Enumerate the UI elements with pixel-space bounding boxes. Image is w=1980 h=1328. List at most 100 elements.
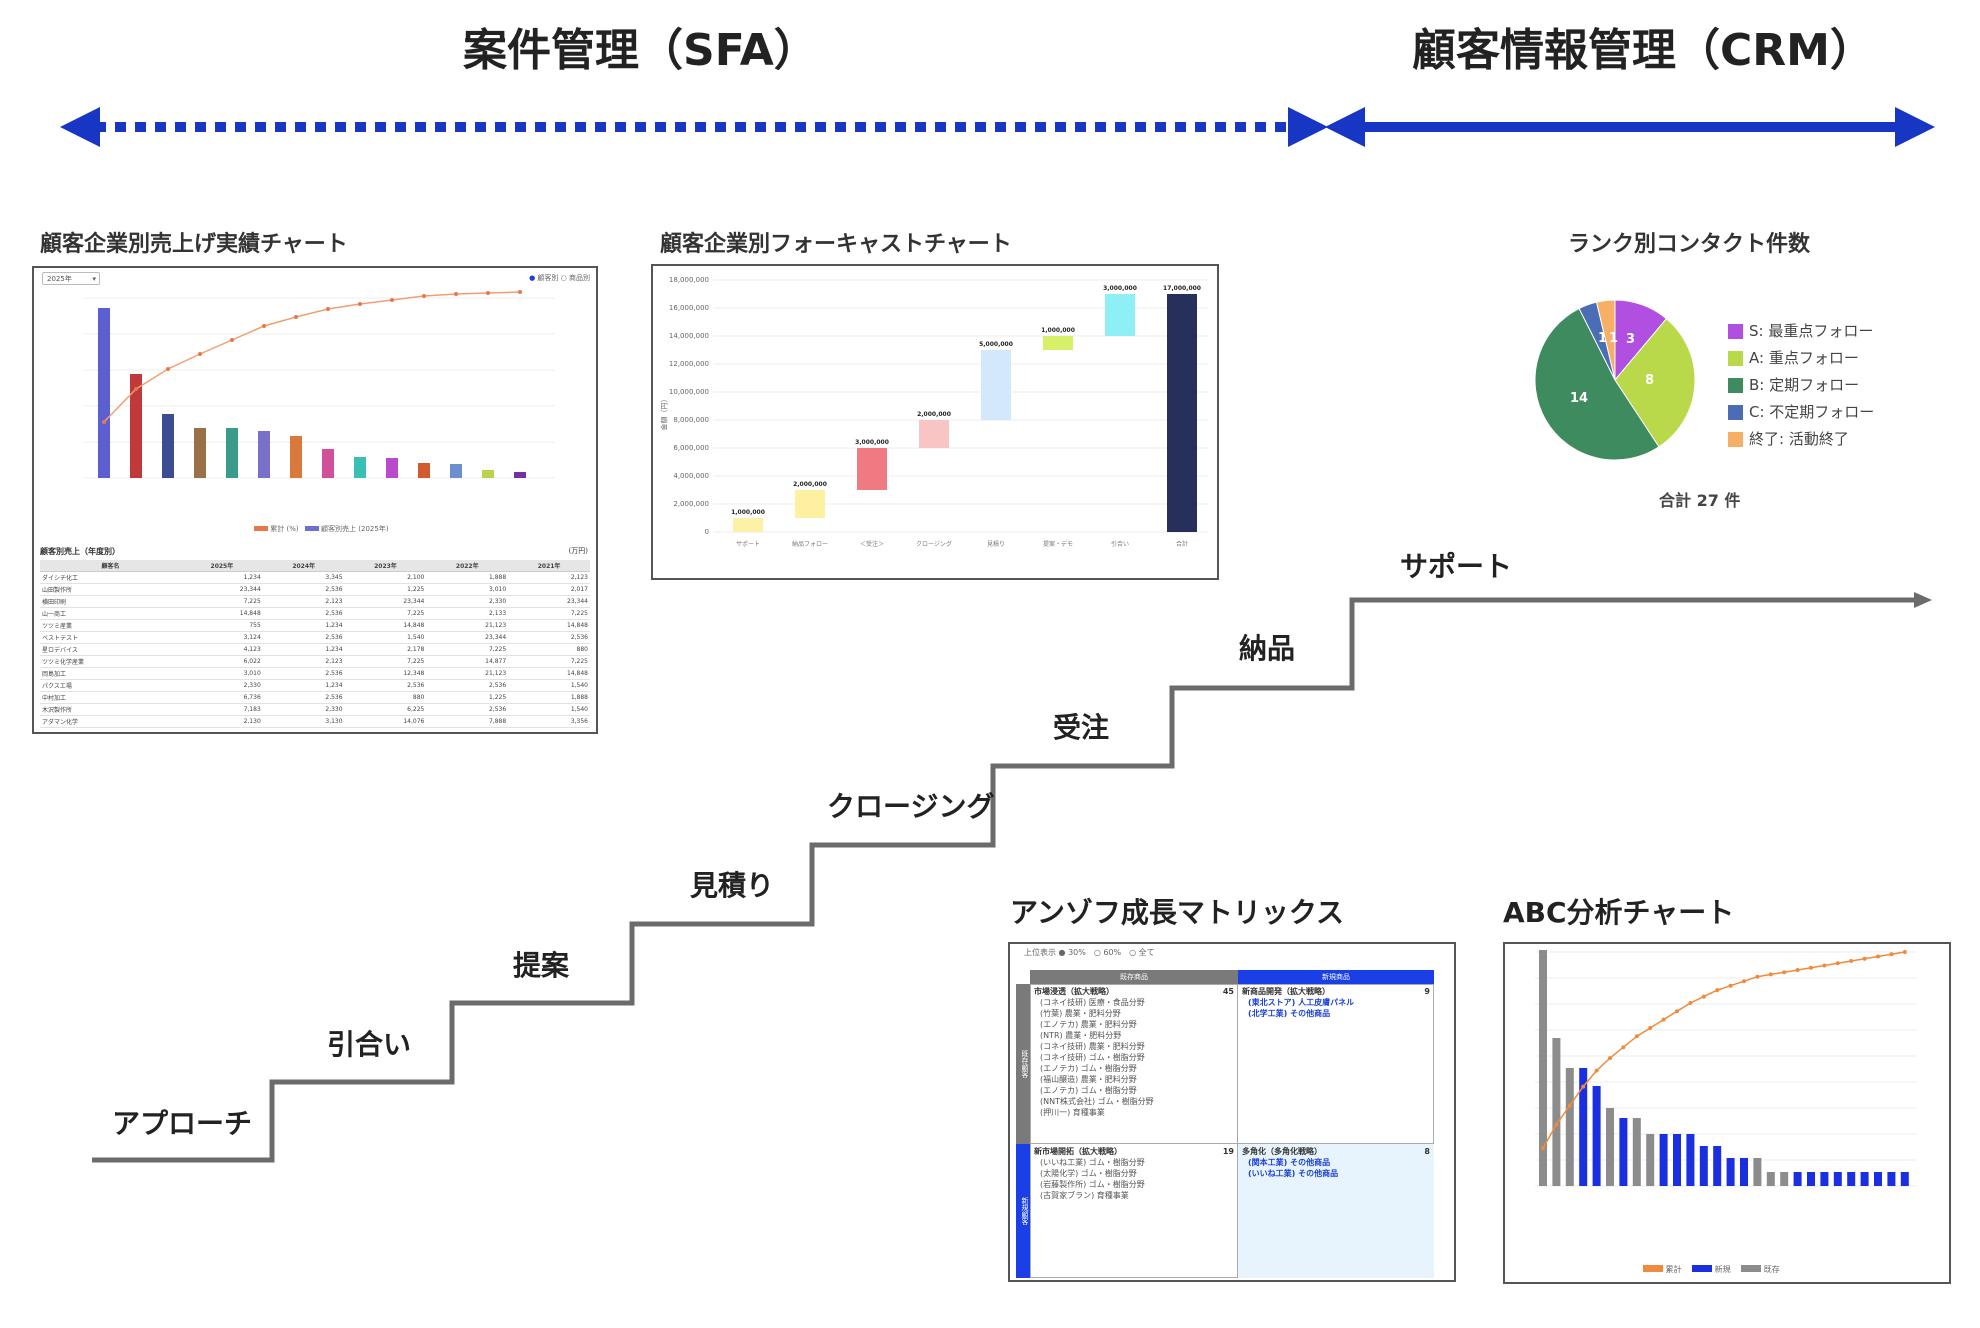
abc-point [1661,1017,1666,1022]
svg-text:1,000,000: 1,000,000 [731,509,765,516]
sales-table-cell: 2,536 [262,631,345,644]
abc-bars [1539,950,1909,1186]
sales-table-cell: 2,130 [180,715,263,728]
sales-table-cell: 880 [344,691,427,704]
sales-table-cell: 2,536 [426,703,509,716]
ansoff-cell-line: (NTR) 農業・肥料分野 [1040,1031,1122,1040]
staircase-line [92,597,1918,1163]
legend-swatch-cumulative [254,526,268,531]
abc-title: ABC分析チャート [1503,896,1735,929]
sales-table-cell: 2,536 [344,679,427,692]
sales-bar [514,472,526,478]
sales-chart-title: 顧客企業別売上げ実績チャート [40,232,348,257]
ansoff-cell-line: (NNT株式会社) ゴム・樹脂分野 [1040,1097,1154,1106]
ansoff-cell-penetration: 市場浸透（拡大戦略）45 (コネイ技研) 医療・食品分野(竹葉) 農業・肥料分野… [1034,986,1234,1142]
sales-table-cell: 2,178 [344,643,427,656]
ansoff-title: アンゾフ成長マトリックス [1010,896,1345,929]
sales-table-cell: 23,344 [508,595,590,608]
radio-customer[interactable]: ● [529,274,536,282]
svg-text:納品フォロー: 納品フォロー [792,540,828,548]
pie-legend-item: B: 定期フォロー [1728,374,1874,401]
crm-arrow-left-head [1325,107,1365,147]
sales-table-cell: 12,348 [344,667,427,680]
abc-point [1648,1026,1653,1030]
abc-bar [1847,1172,1856,1186]
forecast-y-tick: 2,000,000 [673,500,709,508]
svg-text:2,000,000: 2,000,000 [793,481,827,488]
forecast-y-tick: 10,000,000 [668,388,709,396]
abc-legend: 累計 新規 既存 [1643,1264,1780,1275]
stage-approach: アプローチ [112,1107,253,1140]
legend-label-sales: 顧客別売上 (2025年) [321,525,389,533]
abc-point [1701,994,1706,999]
svg-text:17,000,000: 17,000,000 [1163,285,1201,292]
sales-table-cell: 2,330 [262,703,345,716]
ansoff-cell-line: (いいね工業) その他商品 [1248,1169,1339,1178]
abc-point [1782,970,1787,975]
svg-text:14: 14 [1570,391,1588,406]
svg-text:1,000,000: 1,000,000 [1041,327,1075,334]
abc-point [1795,968,1800,972]
forecast-y-tick: 0 [704,528,709,536]
stage-delivery: 納品 [1239,632,1296,665]
pie-chart-svg: 3 8 14 1 1 [1534,299,1696,461]
svg-text:5,000,000: 5,000,000 [979,341,1013,348]
year-selector[interactable]: 2025年 ▾ [42,272,100,285]
ansoff-cell-line: (太陽化学) ゴム・樹脂分野 [1040,1169,1137,1178]
stage-support: サポート [1400,550,1513,583]
forecast-bar [795,490,825,518]
sales-bar [386,458,398,478]
pie-value-labels: 3 8 14 1 1 [1570,331,1654,406]
sales-table-title: 顧客別売上（年度別） [40,547,120,556]
abc-point [1715,988,1720,993]
ansoff-cell-line: (関本工業) その他商品 [1248,1158,1331,1167]
sales-bar [226,428,238,478]
ansoff-cell-title: 新商品開発（拡大戦略） [1242,987,1330,996]
staircase-arrow-head [1914,592,1932,608]
abc-bar [1900,1172,1909,1186]
sales-table-cell: 2,536 [262,607,345,620]
sales-table-cell: 1,540 [508,703,590,716]
sales-bar [450,464,462,478]
ansoff-cell-line: (エノテカ) 農業・肥料分野 [1040,1020,1137,1029]
pie-legend-item: 終了: 活動終了 [1728,428,1874,455]
sales-table-cell: 7,225 [344,655,427,668]
ansoff-cell-title: 市場浸透（拡大戦略） [1034,987,1114,996]
pie-legend-item: S: 最重点フォロー [1728,320,1874,347]
ansoff-cell-line: (エノテカ) ゴム・樹脂分野 [1040,1064,1137,1073]
sales-table-cell: 3,345 [262,571,345,584]
ansoff-filter[interactable]: 上位表示 ● 30% ○ 60% ○ 全て [1024,948,1155,957]
range-arrows [60,107,1935,147]
abc-bar [1740,1158,1748,1186]
abc-bar [1874,1172,1882,1186]
sales-table-cell: 6,022 [180,655,263,668]
sales-table-cell: 2,536 [262,583,345,596]
sales-bar [130,374,142,478]
abc-point [1594,1068,1599,1073]
ansoff-row-header-new: 新規顧客 [1016,1144,1030,1278]
sales-table-cell: 7,225 [180,595,263,608]
abc-bar [1713,1146,1722,1186]
forecast-bar [1167,294,1197,532]
radio-product[interactable]: ○ [560,274,567,282]
pie-legend-swatch [1728,432,1743,447]
sales-table-cell: 1,888 [426,571,509,584]
sales-table-cell: 3,010 [180,667,263,680]
sales-table-cell: 3,130 [262,715,345,728]
ansoff-divider-v [1237,984,1238,1278]
stage-proposal: 提案 [513,949,570,982]
svg-text:＜受注＞: ＜受注＞ [860,540,884,548]
sales-table-cell: 1,540 [508,679,590,692]
ansoff-cell-lines: (東北ストア) 人工皮膚パネル(北学工業) その他商品 [1242,997,1430,1019]
abc-point [1755,974,1760,979]
abc-bar [1753,1158,1762,1186]
forecast-bar [733,518,763,532]
svg-text:提案・デモ: 提案・デモ [1043,540,1073,548]
abc-point [1835,961,1840,966]
forecast-bar [1105,294,1135,336]
abc-legend-label-new: 新規 [1714,1265,1731,1274]
ansoff-cell-line: (エノテカ) ゴム・樹脂分野 [1040,1086,1137,1095]
sales-table-cell: 2,123 [262,595,345,608]
